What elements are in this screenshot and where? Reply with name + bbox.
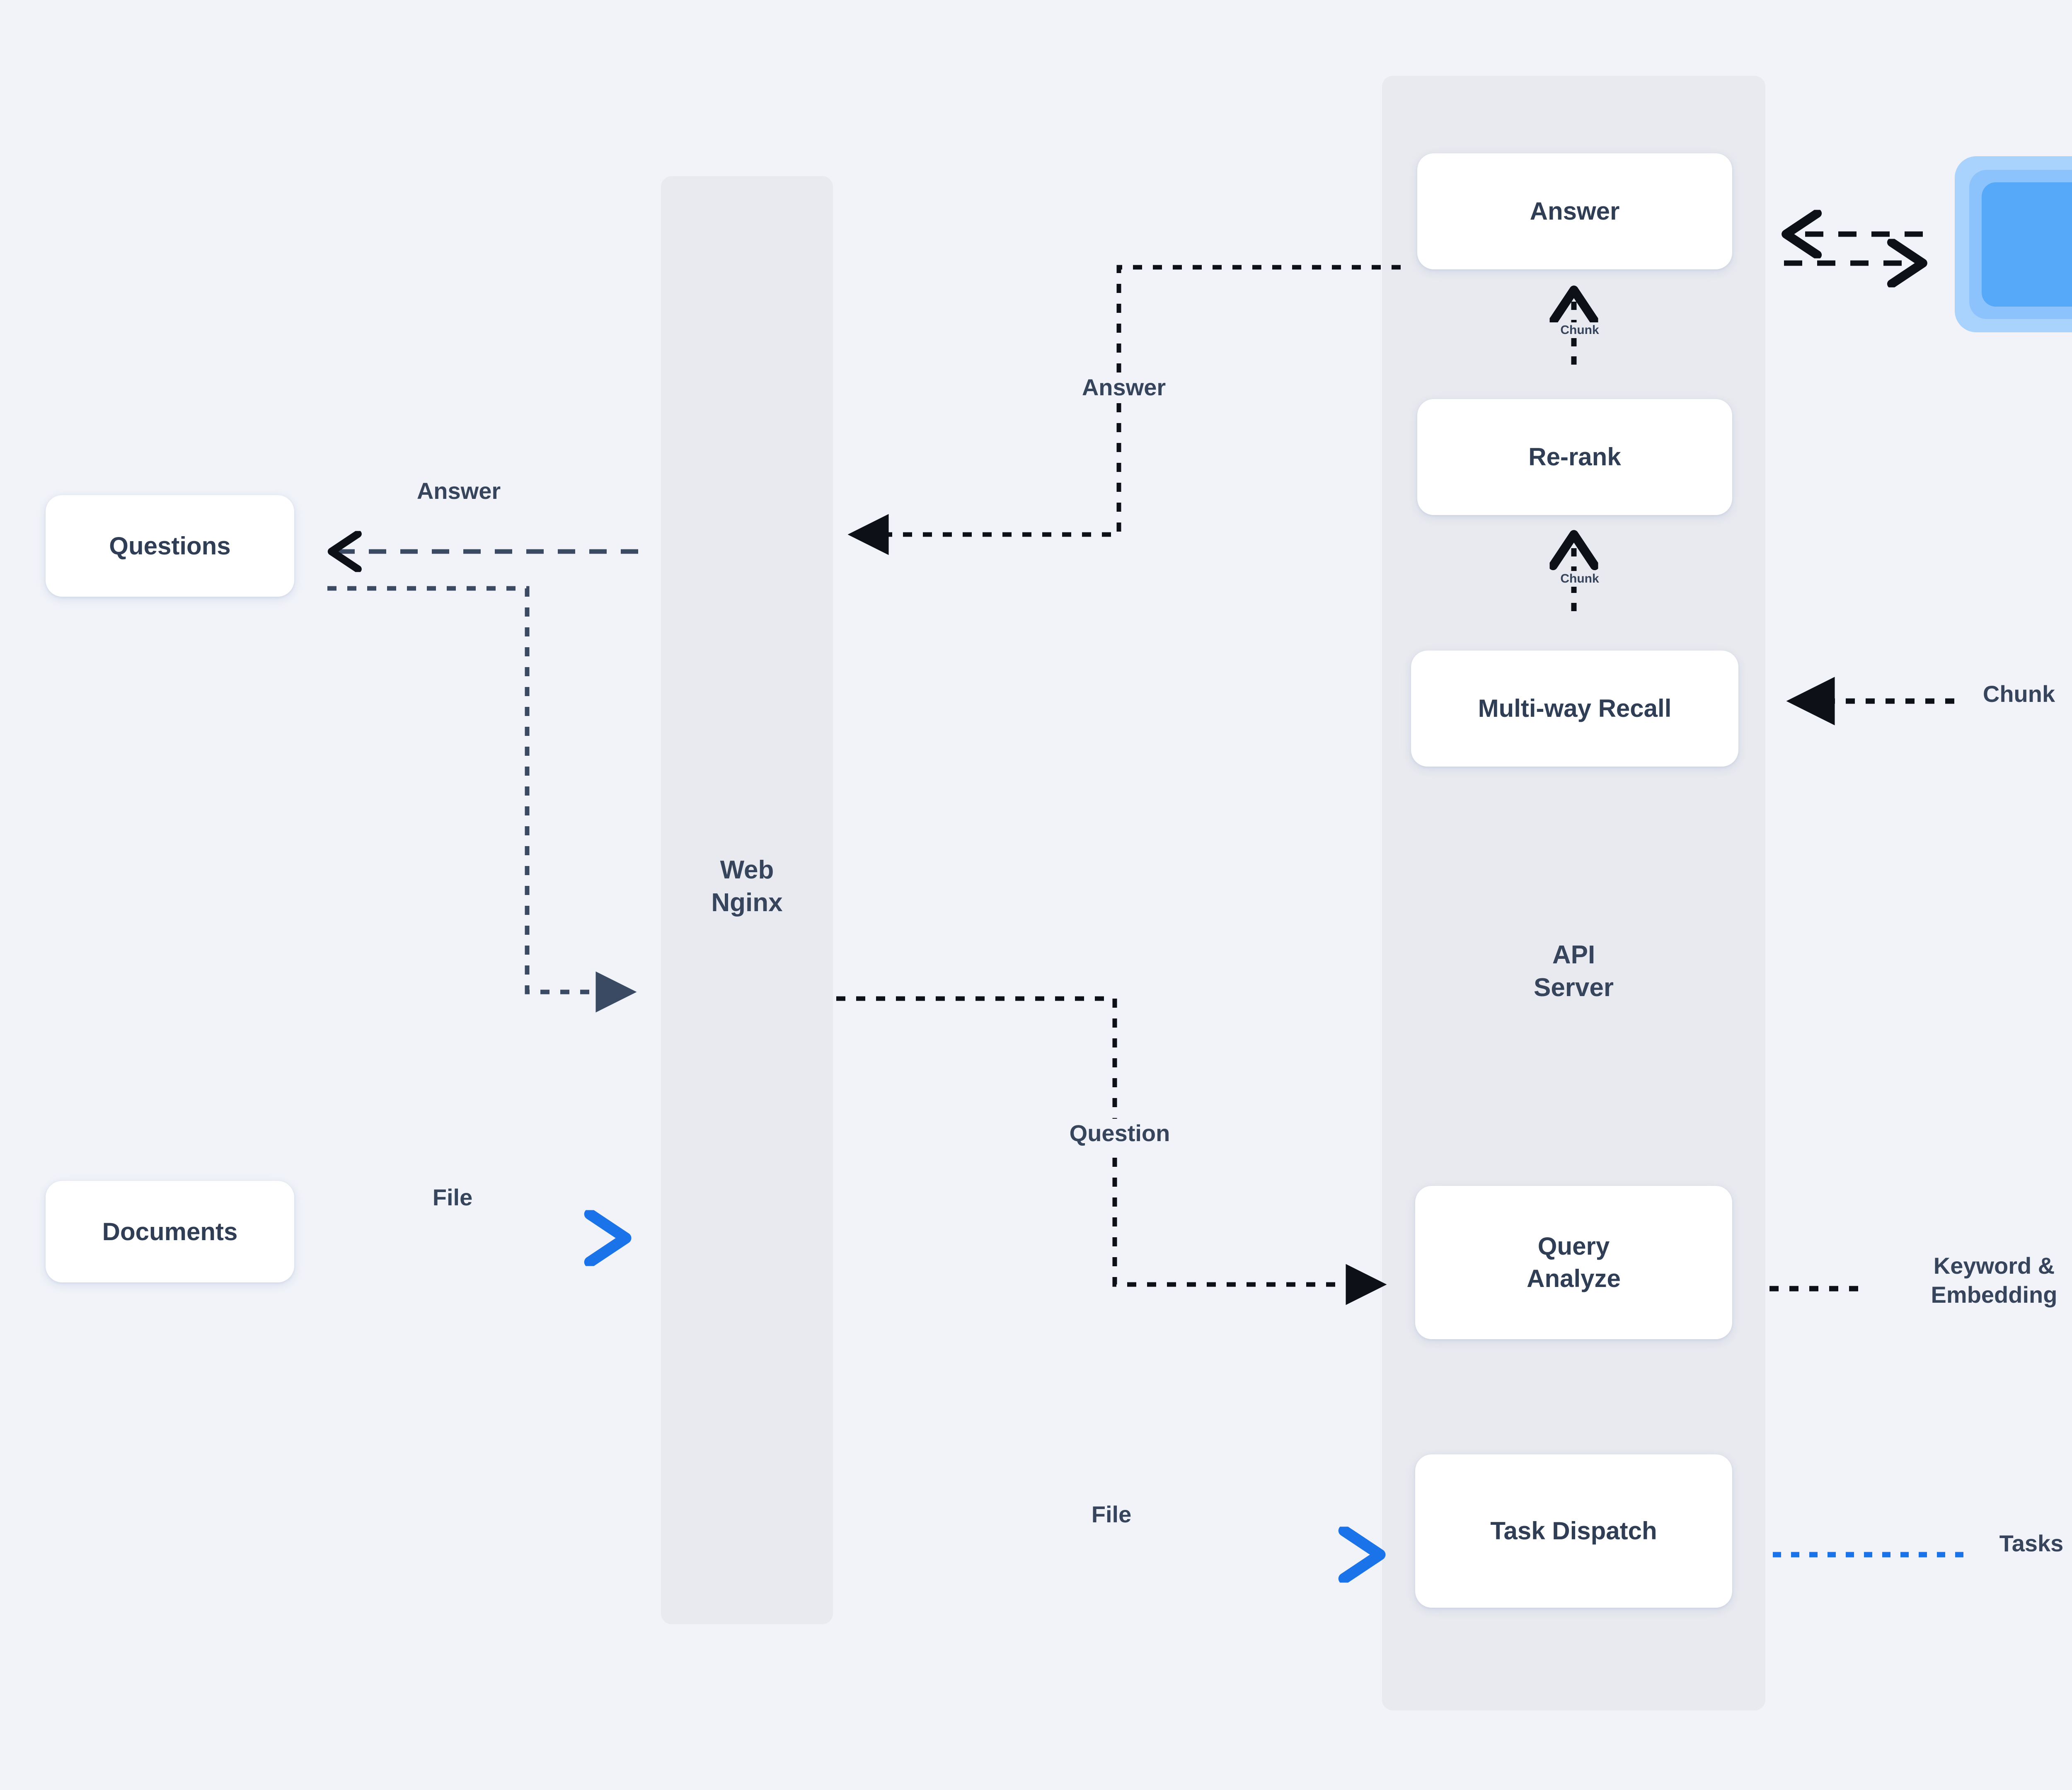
edge-label-answer-to-nginx: Answer [1048, 373, 1199, 402]
llms-inner-layer: LLMs [1982, 182, 2072, 307]
node-multiway-recall[interactable]: Multi-way Recall [1411, 651, 1738, 767]
node-llms[interactable]: LLMs [1955, 156, 2072, 332]
node-documents[interactable]: Documents [46, 1181, 294, 1282]
node-task-dispatch-label: Task Dispatch [1490, 1517, 1657, 1545]
node-answer-label: Answer [1530, 197, 1620, 225]
edge-label-tasks: Tasks [1968, 1529, 2072, 1558]
edge-label-nginx-to-dispatch-file: File [1061, 1500, 1162, 1529]
node-answer[interactable]: Answer [1417, 153, 1732, 269]
edge-label-chunk-recall-rerank: Chunk [1525, 571, 1634, 587]
node-questions-label: Questions [109, 532, 231, 560]
edge-label-keyword-embedding: Keyword & Embedding [1861, 1251, 2072, 1309]
edge-label-answer-to-questions: Answer [385, 477, 532, 506]
zone-api-server-label: API Server [1533, 941, 1614, 1002]
node-multiway-recall-label: Multi-way Recall [1478, 694, 1672, 722]
edge-label-chunk-db-recall: Chunk [1956, 680, 2072, 709]
edge-label-documents-file: File [402, 1183, 503, 1212]
node-documents-label: Documents [102, 1217, 238, 1246]
node-task-dispatch[interactable]: Task Dispatch [1415, 1454, 1732, 1608]
node-rerank-label: Re-rank [1528, 443, 1621, 471]
node-query-analyze[interactable]: Query Analyze [1415, 1186, 1732, 1339]
node-rerank[interactable]: Re-rank [1417, 399, 1732, 515]
edge-label-chunk-rerank-answer: Chunk [1525, 322, 1634, 338]
edge-label-question: Question [1036, 1119, 1203, 1148]
llms-mid-layer: LLMs [1969, 169, 2072, 319]
node-questions[interactable]: Questions [46, 495, 294, 597]
zone-web-nginx [661, 176, 833, 1624]
zone-web-nginx-label: Web Nginx [711, 856, 783, 917]
node-query-analyze-label: Query Analyze [1527, 1232, 1621, 1292]
